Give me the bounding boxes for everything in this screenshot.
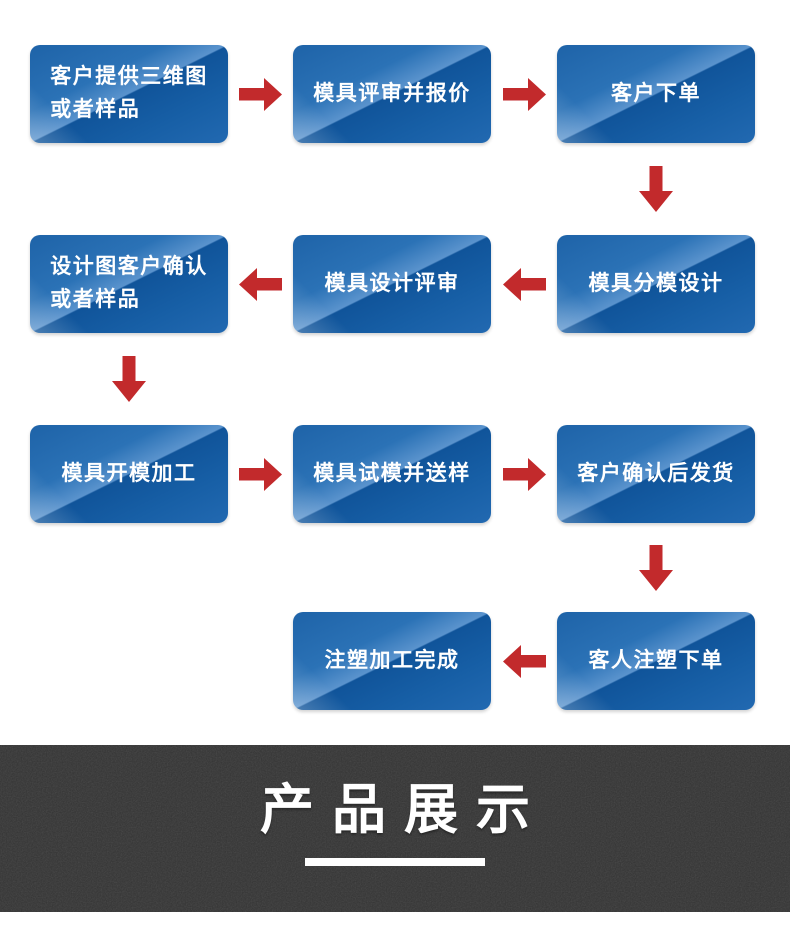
arrow-down-icon bbox=[30, 333, 228, 425]
flow-node-ship-after-customer-confirmation: 客户确认后发货 bbox=[557, 425, 755, 523]
section-banner: 产品展示 bbox=[0, 745, 790, 912]
flow-node-mold-design-review: 模具设计评审 bbox=[293, 235, 491, 333]
arrow-right-icon bbox=[491, 45, 557, 143]
section-title: 产品展示 bbox=[260, 780, 548, 840]
flow-node-mold-trial-and-sample-delivery: 模具试模并送样 bbox=[293, 425, 491, 523]
flow-node-design-customer-confirm-or-sample: 设计图客户确认 或者样品 bbox=[30, 235, 228, 333]
arrow-left-icon bbox=[228, 235, 293, 333]
arrow-left-icon bbox=[491, 612, 557, 710]
arrow-right-icon bbox=[228, 45, 293, 143]
flow-node-customer-places-order: 客户下单 bbox=[557, 45, 755, 143]
arrow-down-icon bbox=[557, 143, 755, 235]
arrow-left-icon bbox=[491, 235, 557, 333]
flow-node-customer-injection-order: 客人注塑下单 bbox=[557, 612, 755, 710]
arrow-right-icon bbox=[491, 425, 557, 523]
flow-node-mold-parting-design: 模具分模设计 bbox=[557, 235, 755, 333]
title-underline-divider bbox=[305, 858, 485, 866]
arrow-down-icon bbox=[557, 523, 755, 612]
flow-node-customer-provides-3d-or-sample: 客户提供三维图 或者样品 bbox=[30, 45, 228, 143]
flow-node-mold-fabrication: 模具开模加工 bbox=[30, 425, 228, 523]
flow-node-injection-molding-completed: 注塑加工完成 bbox=[293, 612, 491, 710]
arrow-right-icon bbox=[228, 425, 293, 523]
flow-node-mold-review-and-quote: 模具评审并报价 bbox=[293, 45, 491, 143]
process-flowchart: 客户提供三维图 或者样品 模具评审并报价 客户下单 设计图客户确认 或者样品 模… bbox=[30, 45, 755, 710]
